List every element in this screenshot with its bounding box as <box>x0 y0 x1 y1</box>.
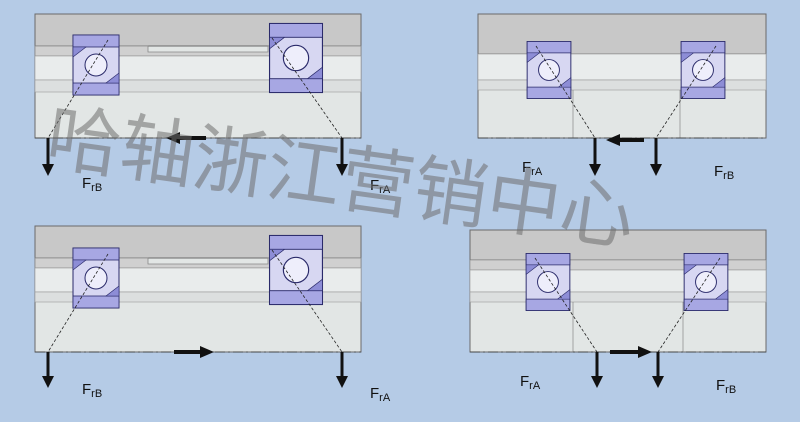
radial-force-a-arrow <box>589 138 601 176</box>
diagram-top-left: FrB FrA <box>34 13 391 196</box>
axial-force-arrow <box>610 346 652 358</box>
radial-force-a-arrow <box>336 352 348 388</box>
label-frb: FrB <box>82 175 102 194</box>
label-fra: FrA <box>370 385 391 404</box>
axial-force-arrow <box>174 346 214 358</box>
label-frb: FrB <box>714 163 734 182</box>
label-fra: FrA <box>522 159 543 178</box>
bearing-a <box>268 234 324 306</box>
bearing-b <box>72 34 120 96</box>
radial-force-b-arrow <box>652 352 664 388</box>
bearing-a <box>268 22 324 94</box>
axial-force-arrow <box>166 132 206 144</box>
diagram-bottom-right: FrA FrB <box>469 229 767 396</box>
diagram-bottom-left: FrB FrA <box>34 225 391 404</box>
axial-force-arrow <box>606 134 644 146</box>
radial-force-a-arrow <box>336 138 348 176</box>
label-frb: FrB <box>82 381 102 400</box>
label-fra: FrA <box>520 373 541 392</box>
label-fra: FrA <box>370 177 391 196</box>
radial-force-a-arrow <box>591 352 603 388</box>
label-frb: FrB <box>716 377 736 396</box>
radial-force-b-arrow <box>42 352 54 388</box>
diagram-top-right: FrA FrB <box>477 13 767 182</box>
bearing-b <box>72 247 120 309</box>
radial-force-b-arrow <box>650 138 662 176</box>
bearing-a <box>525 253 571 311</box>
radial-force-b-arrow <box>42 138 54 176</box>
